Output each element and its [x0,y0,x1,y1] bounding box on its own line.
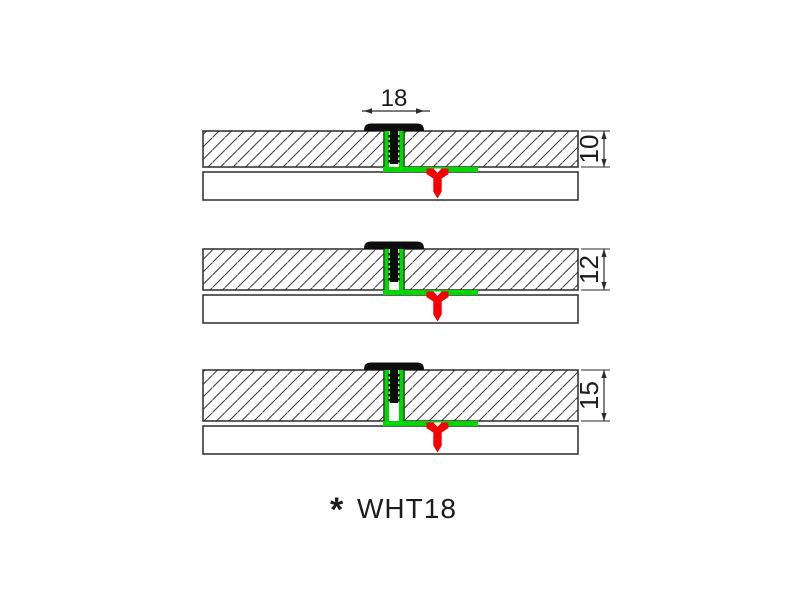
thickness-dimension-15: 15 [574,369,610,422]
tile-panel-left [202,248,385,291]
arrow-up-icon [601,249,607,257]
tile-panel-left [202,130,385,168]
cross-section-12mm: 12 [202,241,610,324]
profile-channel-right-wall [399,131,404,172]
substrate-panel [202,171,579,201]
product-note: * WHT18 [330,491,457,529]
profile-channel-left-wall [384,249,389,295]
arrow-down-icon [601,413,607,421]
profile-channel-right-wall [399,370,404,426]
thickness-dimension-label: 15 [574,381,604,410]
thickness-dimension-12: 12 [574,248,610,291]
extension-lines [581,369,610,422]
thickness-dimension-label: 12 [574,255,604,284]
width-dimension-label: 18 [381,85,408,112]
cross-section-10mm: 18 10 [202,85,610,201]
asterisk-icon: * [330,491,344,529]
arrow-up-icon [601,370,607,378]
extension-lines [581,248,610,291]
product-code-label: WHT18 [357,493,457,524]
arrow-left-icon [364,108,372,114]
substrate-panel [202,294,579,324]
profile-channel-right-wall [399,249,404,295]
thickness-dimension-label: 10 [574,135,604,164]
width-dimension: 18 [362,85,430,114]
profile-channel-left-wall [384,370,389,426]
tile-panel-right [403,248,579,291]
arrow-down-icon [601,282,607,290]
cross-section-15mm: 15 [202,362,610,455]
arrow-up-icon [601,131,607,139]
thickness-dimension-10: 10 [574,130,610,168]
tile-panel-right [403,130,579,168]
profile-channel-left-wall [384,131,389,172]
extension-lines [581,130,610,168]
arrow-right-icon [416,108,424,114]
arrow-down-icon [601,159,607,167]
substrate-panel [202,425,579,455]
tile-panel-left [202,369,385,422]
tile-panel-right [403,369,579,422]
